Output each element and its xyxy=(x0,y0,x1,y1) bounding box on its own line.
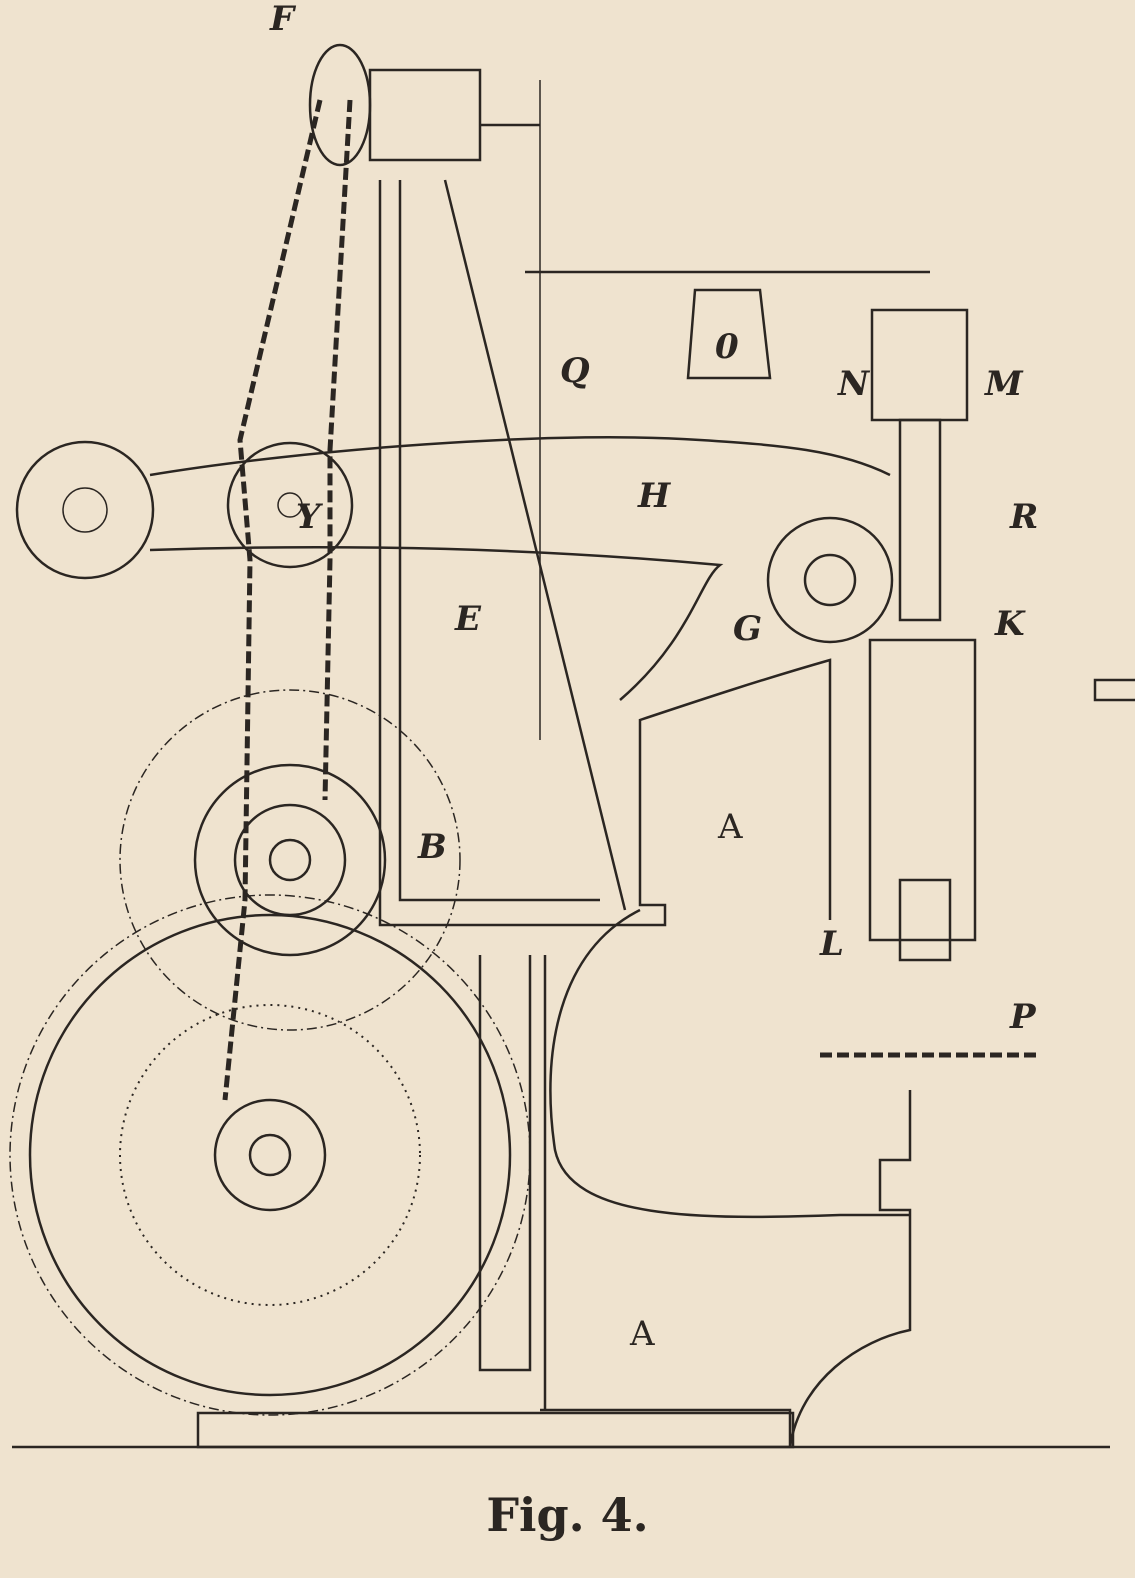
label-a-upper: A xyxy=(717,807,743,847)
cylinder-m xyxy=(870,308,969,422)
label-r: R xyxy=(1009,497,1038,537)
wheel-b-inner xyxy=(233,803,347,917)
pulley-y xyxy=(226,441,354,569)
flywheel-rim xyxy=(28,913,512,1397)
die-holder xyxy=(898,878,952,962)
label-k: K xyxy=(994,604,1026,644)
pulley-y-hub xyxy=(277,492,303,518)
label-l: L xyxy=(819,924,844,964)
label-p: P xyxy=(1009,997,1037,1037)
ram-housing xyxy=(868,638,977,942)
flywheel-outline xyxy=(9,894,531,1416)
roller-g xyxy=(766,516,894,644)
wheel-b-hub xyxy=(268,838,312,882)
chain-right xyxy=(322,99,353,801)
top-shaft-housing xyxy=(368,68,482,162)
lever-arm-h xyxy=(149,436,891,701)
flywheel-sprocket xyxy=(119,1004,421,1306)
label-e: E xyxy=(454,599,482,639)
ram-column xyxy=(898,418,942,622)
side-handle xyxy=(1093,678,1135,702)
flywheel-hub xyxy=(248,1133,292,1177)
frame-upper xyxy=(378,179,832,927)
label-f: F xyxy=(269,0,297,39)
figure-caption: Fig. 4. xyxy=(486,1488,649,1542)
frame-body xyxy=(478,908,912,1448)
label-q: Q xyxy=(560,351,590,391)
roller-g-hub xyxy=(803,553,857,607)
pulley-f xyxy=(308,43,372,167)
label-g: G xyxy=(733,609,762,649)
left-pulley xyxy=(15,440,155,580)
wheel-b-outline xyxy=(119,689,461,1031)
label-b: B xyxy=(417,827,447,867)
label-a-lower: A xyxy=(629,1314,655,1354)
label-n: N xyxy=(837,364,871,404)
base-plate xyxy=(196,1411,795,1449)
chain-left xyxy=(222,99,323,1101)
weight-o xyxy=(686,288,772,380)
label-y: Y xyxy=(296,497,323,537)
left-pulley-hub xyxy=(62,487,108,533)
label-m: M xyxy=(984,364,1024,404)
wheel-b xyxy=(193,763,387,957)
flywheel-hub-outer xyxy=(213,1098,327,1212)
label-h: H xyxy=(637,476,672,516)
label-o: 0 xyxy=(715,327,739,367)
